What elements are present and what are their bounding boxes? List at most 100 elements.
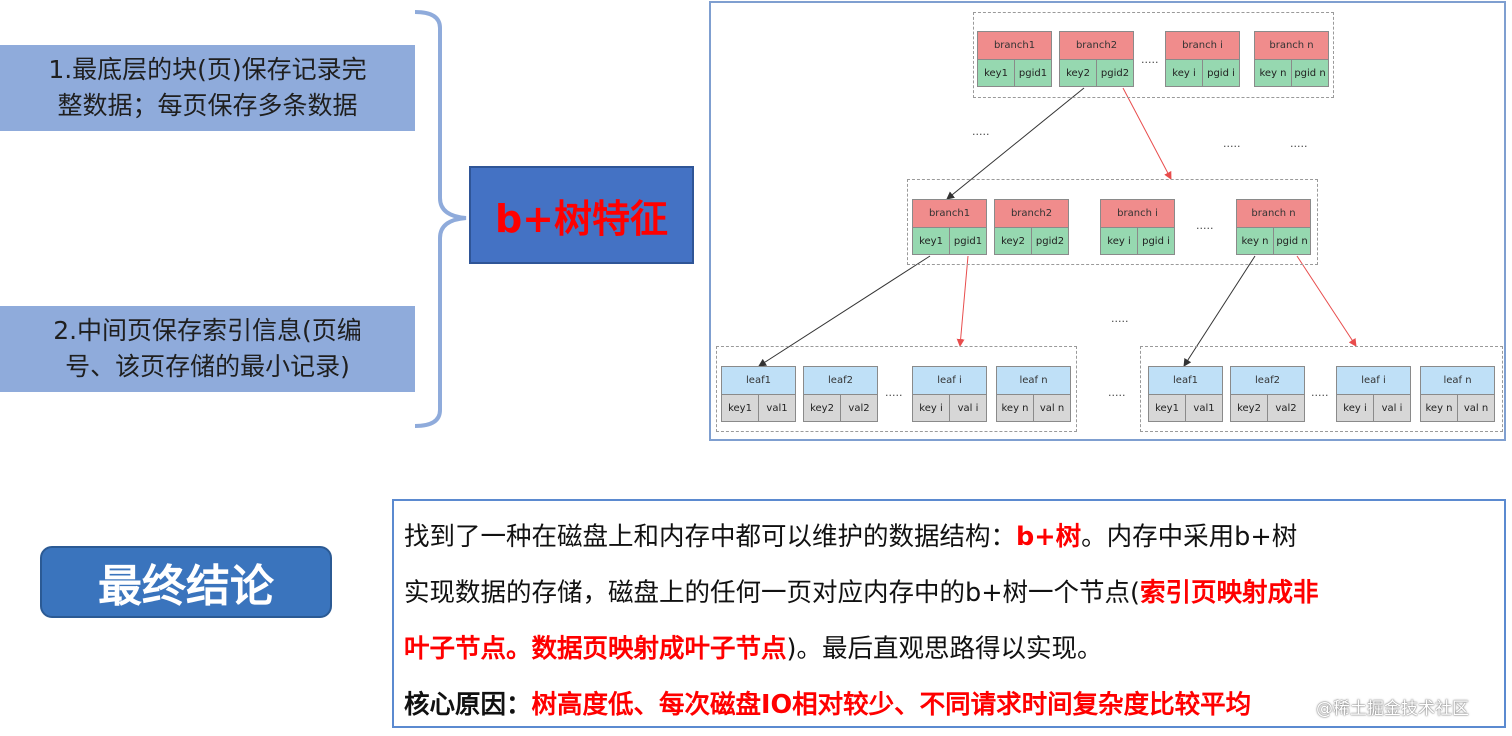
leaf-key: key2 xyxy=(1237,402,1261,414)
conclusion-label: 最终结论 xyxy=(40,546,332,618)
branch-node-top-n: branch n key n pgid n xyxy=(1254,31,1329,87)
leaf-val: val1 xyxy=(1185,395,1222,421)
connector-top-to-mid-1 xyxy=(946,87,1085,200)
conclusion-line-1: 找到了一种在磁盘上和内存中都可以维护的数据结构：b+树。内存中采用b+树 xyxy=(404,522,1298,552)
ellipsis: ..... xyxy=(1311,386,1329,399)
leaf-node-left-1: leaf1 key1 val1 xyxy=(721,366,796,422)
branch-node-top-2: branch2 key2 pgid2 xyxy=(1059,31,1134,87)
branch-group-mid xyxy=(907,179,1318,265)
leaf-node-right-n: leaf n key n val n xyxy=(1420,366,1495,422)
branch-node-mid-n: branch n key n pgid n xyxy=(1236,199,1311,255)
connector-mid-to-leaf-2 xyxy=(956,255,969,347)
ellipsis: ..... xyxy=(1290,137,1308,150)
leaf-key: key1 xyxy=(1155,402,1179,414)
conclusion-line-4: 核心原因：树高度低、每次磁盘IO相对较少、不同请求时间复杂度比较平均 xyxy=(404,690,1252,720)
branch-header: branch i xyxy=(1166,32,1239,60)
leaf-key: key1 xyxy=(728,402,752,414)
branch-pgid: pgid1 xyxy=(949,228,986,254)
leaf-key: key2 xyxy=(810,402,834,414)
connector-mid-to-leaf-4 xyxy=(1296,255,1357,347)
leaf-val: val i xyxy=(1373,395,1410,421)
branch-node-mid-2: branch2 key2 pgid2 xyxy=(994,199,1069,255)
leaf-val: val1 xyxy=(758,395,795,421)
leaf-val: val n xyxy=(1033,395,1070,421)
branch-pgid: pgid2 xyxy=(1096,60,1133,86)
leaf-node-left-n: leaf n key n val n xyxy=(996,366,1071,422)
leaf-node-right-2: leaf2 key2 val2 xyxy=(1230,366,1305,422)
branch-pgid: pgid n xyxy=(1291,60,1328,86)
btree-diagram: branch1 key1 pgid1 branch2 key2 pgid2 ....… xyxy=(709,1,1506,441)
feature-2-text: 2.中间页保存索引信息(页编号、该页存储的最小记录) xyxy=(53,316,362,381)
leaf-header: leaf i xyxy=(1337,367,1410,395)
branch-key: key1 xyxy=(984,67,1008,79)
branch-pgid: pgid2 xyxy=(1031,228,1068,254)
leaf-group-left xyxy=(716,346,1077,432)
feature-title-text: b+树特征 xyxy=(494,196,669,241)
feature-1-text: 1.最底层的块(页)保存记录完整数据；每页保存多条数据 xyxy=(48,55,367,120)
leaf-header: leaf i xyxy=(913,367,986,395)
ellipsis: ..... xyxy=(1141,53,1159,66)
branch-node-mid-i: branch i key i pgid i xyxy=(1100,199,1175,255)
branch-pgid: pgid n xyxy=(1273,228,1310,254)
branch-pgid: pgid i xyxy=(1137,228,1174,254)
curly-brace xyxy=(414,10,467,428)
ellipsis: ..... xyxy=(972,125,990,138)
leaf-header: leaf2 xyxy=(804,367,877,395)
ellipsis: ..... xyxy=(1108,386,1126,399)
connector-top-to-mid-2 xyxy=(1122,87,1172,180)
conclusion-line-2: 实现数据的存储，磁盘上的任何一页对应内存中的b+树一个节点(索引页映射成非 xyxy=(404,578,1319,608)
leaf-key: key n xyxy=(1425,402,1453,414)
branch-group-top xyxy=(973,12,1334,98)
leaf-val: val2 xyxy=(1267,395,1304,421)
leaf-node-right-i: leaf i key i val i xyxy=(1336,366,1411,422)
branch-key: key2 xyxy=(1001,235,1025,247)
branch-key: key i xyxy=(1107,235,1131,247)
ellipsis: ..... xyxy=(1196,219,1214,232)
conclusion-line-3: 叶子节点。数据页映射成叶子节点)。最后直观思路得以实现。 xyxy=(404,634,1103,664)
connector-mid-to-leaf-1 xyxy=(758,255,931,367)
branch-node-top-i: branch i key i pgid i xyxy=(1165,31,1240,87)
branch-header: branch2 xyxy=(1060,32,1133,60)
watermark: @稀土掘金技术社区 xyxy=(1316,699,1469,719)
branch-key: key i xyxy=(1172,67,1196,79)
leaf-header: leaf1 xyxy=(722,367,795,395)
connector-mid-to-leaf-3 xyxy=(1183,255,1256,367)
branch-header: branch n xyxy=(1255,32,1328,60)
branch-key: key n xyxy=(1241,235,1269,247)
feature-2: 2.中间页保存索引信息(页编号、该页存储的最小记录) xyxy=(0,306,415,392)
leaf-node-left-i: leaf i key i val i xyxy=(912,366,987,422)
conclusion-text-box: 找到了一种在磁盘上和内存中都可以维护的数据结构：b+树。内存中采用b+树 实现数… xyxy=(392,499,1506,728)
leaf-header: leaf2 xyxy=(1231,367,1304,395)
branch-header: branch n xyxy=(1237,200,1310,228)
branch-header: branch i xyxy=(1101,200,1174,228)
branch-node-top-1: branch1 key1 pgid1 xyxy=(977,31,1052,87)
leaf-val: val n xyxy=(1457,395,1494,421)
branch-key: key2 xyxy=(1066,67,1090,79)
tree-connectors xyxy=(758,87,1357,367)
ellipsis: ..... xyxy=(885,386,903,399)
leaf-val: val2 xyxy=(840,395,877,421)
leaf-node-left-2: leaf2 key2 val2 xyxy=(803,366,878,422)
branch-header: branch2 xyxy=(995,200,1068,228)
ellipsis: ..... xyxy=(1111,312,1129,325)
feature-title: b+树特征 xyxy=(469,166,694,264)
leaf-group-right xyxy=(1140,346,1503,432)
conclusion-label-text: 最终结论 xyxy=(98,561,274,612)
leaf-header: leaf n xyxy=(997,367,1070,395)
leaf-key: key i xyxy=(1343,402,1367,414)
branch-pgid: pgid1 xyxy=(1014,60,1051,86)
leaf-val: val i xyxy=(949,395,986,421)
leaf-node-right-1: leaf1 key1 val1 xyxy=(1148,366,1223,422)
branch-key: key n xyxy=(1259,67,1287,79)
branch-key: key1 xyxy=(919,235,943,247)
branch-node-mid-1: branch1 key1 pgid1 xyxy=(912,199,987,255)
leaf-header: leaf n xyxy=(1421,367,1494,395)
ellipsis: ..... xyxy=(1223,137,1241,150)
leaf-key: key i xyxy=(919,402,943,414)
branch-header: branch1 xyxy=(913,200,986,228)
feature-1: 1.最底层的块(页)保存记录完整数据；每页保存多条数据 xyxy=(0,45,415,131)
branch-header: branch1 xyxy=(978,32,1051,60)
leaf-key: key n xyxy=(1001,402,1029,414)
branch-pgid: pgid i xyxy=(1202,60,1239,86)
leaf-header: leaf1 xyxy=(1149,367,1222,395)
